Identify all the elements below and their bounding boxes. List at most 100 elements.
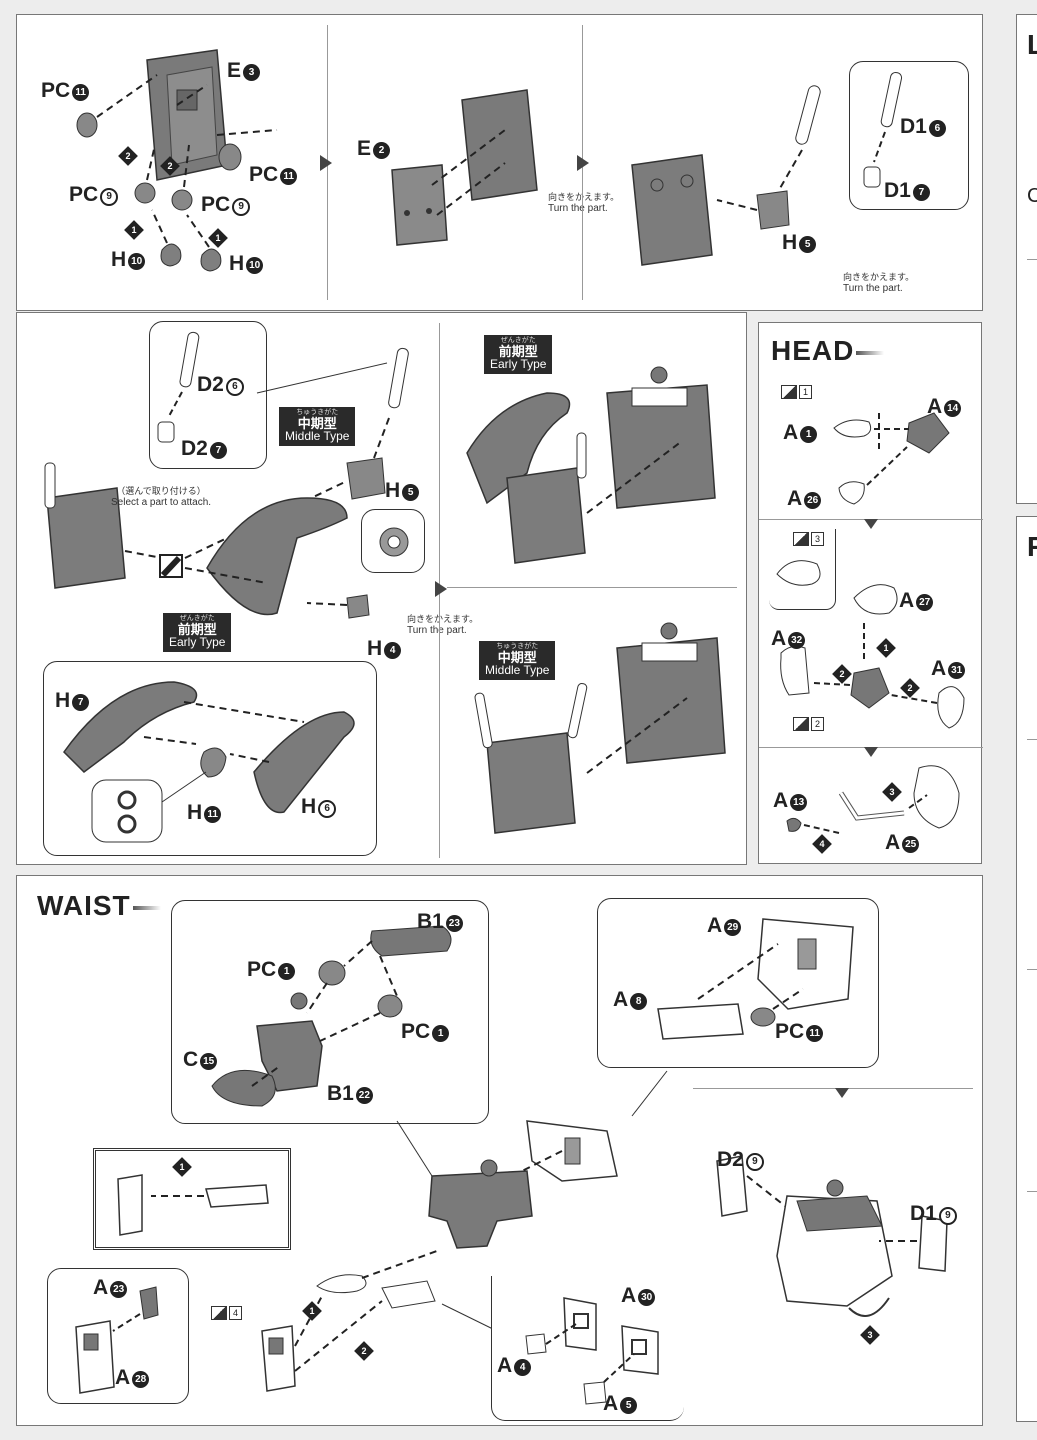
next-step-arrow (835, 1088, 849, 1098)
d1-parts-callout (849, 61, 969, 210)
step-marker: 1 (172, 1157, 192, 1177)
arm-parts-diagram (44, 347, 409, 619)
turn-note: 向きをかえます。Turn the part. (407, 614, 479, 636)
sticker-marker: 1 (781, 385, 812, 399)
divider (1027, 259, 1037, 260)
step-marker: 1 (124, 220, 144, 240)
divider (1027, 739, 1037, 740)
step-marker: 2 (160, 156, 180, 176)
next-step-arrow (864, 747, 878, 757)
next-step-arrow (435, 581, 447, 597)
next-page-fragment-upper: L C (1016, 14, 1037, 504)
waist-core-callout (171, 900, 489, 1124)
head-step2-diagram (780, 584, 965, 729)
fragment-letter: F (1027, 531, 1037, 562)
divider (447, 587, 737, 588)
waist-detail-frame (93, 1148, 291, 1250)
step-marker: 2 (354, 1341, 374, 1361)
divider (1027, 969, 1037, 970)
step-marker: 1 (302, 1301, 322, 1321)
next-step-arrow (577, 155, 589, 171)
fragment-letter: L (1027, 29, 1037, 60)
step-marker: 2 (118, 146, 138, 166)
turn-note: 向きをかえます。Turn the part. (843, 272, 915, 294)
early-type-result-diagram (466, 366, 726, 834)
sticker-marker: 4 (211, 1306, 242, 1320)
polycap-detail-callout (361, 509, 425, 573)
head-step3-diagram (786, 765, 960, 834)
torso-with-post-diagram (631, 85, 821, 266)
head-step1-diagram (833, 412, 950, 505)
torso-front-plate-diagram (391, 89, 538, 246)
d2-parts-callout (149, 321, 267, 469)
step-marker: 4 (812, 834, 832, 854)
waist-main-diagram (261, 1070, 948, 1392)
sticker-marker: 3 (793, 532, 824, 546)
next-step-arrow (864, 519, 878, 529)
next-page-fragment-lower: F (1016, 516, 1037, 1422)
step-marker: 1 (208, 228, 228, 248)
divider (693, 1088, 973, 1089)
next-step-arrow (320, 155, 332, 171)
sticker-marker: 2 (793, 717, 824, 731)
step-marker: 3 (882, 782, 902, 802)
fragment-letter: C (1027, 185, 1037, 207)
divider (1027, 1191, 1037, 1192)
step-marker: 3 (860, 1325, 880, 1345)
head-section-title: HEAD (771, 335, 884, 367)
waist-section-title: WAIST (37, 890, 161, 922)
select-note: （選んで取り付ける）Select a part to attach. (111, 486, 212, 508)
torso-core-diagram (76, 49, 278, 272)
early-type-arm-callout (43, 661, 377, 856)
